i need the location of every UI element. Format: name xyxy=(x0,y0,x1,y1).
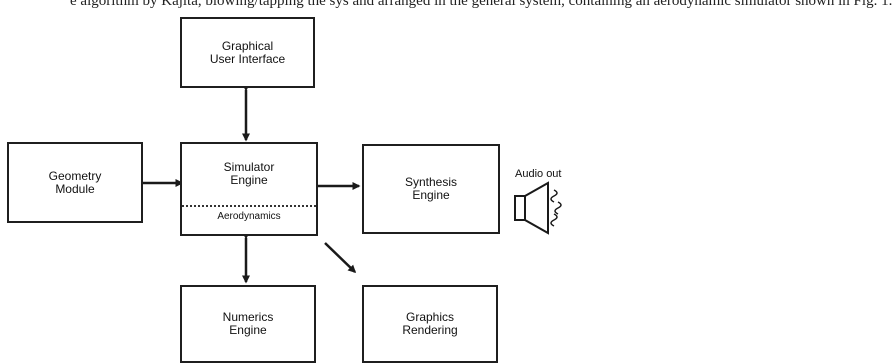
numerics-label-line2: Engine xyxy=(229,323,267,337)
simulator-label-line1: Simulator xyxy=(223,160,275,174)
speaker-icon xyxy=(514,181,562,235)
aerodynamics-label: Aerodynamics xyxy=(217,211,281,222)
simulator-engine-box: Simulator Engine Aerodynamics xyxy=(180,142,318,236)
synthesis-label-line2: Engine xyxy=(412,188,450,202)
audio-out-label: Audio out xyxy=(515,168,562,180)
synthesis-label-line1: Synthesis xyxy=(404,175,458,189)
graphics-rendering-box: Graphics Rendering xyxy=(362,285,498,363)
simulator-label-line2: Engine xyxy=(230,173,268,187)
gui-label-line2: User Interface xyxy=(209,51,286,66)
diagram-connectors xyxy=(143,83,562,284)
graphics-label-line2: Rendering xyxy=(402,323,458,337)
partial-caption-text: e algorithm by Kajita, blowing/tapping t… xyxy=(70,0,892,9)
geometry-module-box: Geometry Module xyxy=(7,142,143,223)
geometry-label-line2: Module xyxy=(55,181,95,196)
gui-label-line1: Graphical xyxy=(221,38,274,53)
numerics-engine-box: Numerics Engine xyxy=(180,285,316,363)
aerodynamics-divider xyxy=(182,205,316,207)
graphical-user-interface-box: Graphical User Interface xyxy=(180,17,315,88)
simulator-to-graphics-arrow xyxy=(324,242,357,274)
graphics-label-line1: Graphics xyxy=(405,310,455,324)
synthesis-engine-box: Synthesis Engine xyxy=(362,144,500,234)
numerics-label-line1: Numerics xyxy=(222,310,274,324)
geometry-label-line1: Geometry xyxy=(48,168,102,183)
